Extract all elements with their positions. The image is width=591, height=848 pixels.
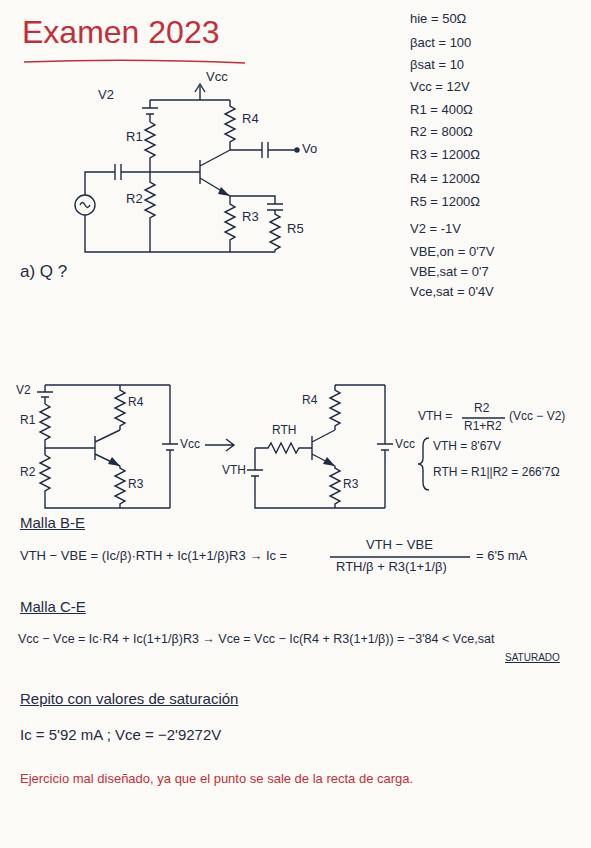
section-heading: Malla B-E	[20, 514, 85, 531]
section-heading: Malla C-E	[20, 598, 86, 615]
component-label: R3	[242, 210, 259, 225]
component-label: RTH	[272, 424, 296, 438]
parameter: R4 = 1200Ω	[410, 172, 480, 187]
equation: VTH =	[418, 410, 452, 424]
component-label: R5	[287, 222, 304, 237]
dc-circuit	[37, 385, 178, 508]
component-label: R2	[126, 192, 143, 207]
component-label: R2	[20, 466, 35, 480]
parameter: βsat = 10	[410, 58, 464, 73]
component-label: R4	[128, 396, 143, 410]
result: RTH = R1||R2 = 266'7Ω	[433, 466, 560, 480]
supply-label: Vcc	[206, 70, 228, 85]
fraction-bar	[462, 417, 505, 418]
parameter: βact = 100	[410, 36, 471, 51]
result: = 6'5 mA	[476, 549, 527, 564]
note: SATURADO	[505, 652, 560, 664]
parameter: V2 = -1V	[410, 222, 461, 237]
component-label: V2	[16, 384, 31, 398]
equation: VTH − VBE = (Ic/β)·RTH + Ic(1+1/β)R3 → I…	[20, 549, 287, 564]
component-label: R4	[302, 394, 317, 408]
parameter: R2 = 800Ω	[410, 125, 473, 140]
emitter-arrow	[108, 457, 120, 466]
parameter: R5 = 1200Ω	[410, 195, 480, 210]
equation: VTH − VBE	[366, 538, 433, 553]
equation: R2	[474, 402, 489, 416]
equation: Vcc − Vce = Ic·R4 + Ic(1+1/β)R3 → Vce = …	[18, 632, 494, 646]
parameter: hie = 50Ω	[410, 12, 466, 27]
equation: (Vcc − V2)	[509, 410, 565, 424]
parameter: R3 = 1200Ω	[410, 148, 480, 163]
component-label: V2	[98, 88, 114, 103]
component-label: R4	[242, 112, 259, 127]
parameter: Vce,sat = 0'4V	[410, 285, 494, 300]
emitter-arrow	[218, 187, 230, 196]
parameter: VBE,on = 0'7V	[410, 245, 495, 260]
parameter: R1 = 400Ω	[410, 103, 473, 118]
component-label: R3	[343, 478, 358, 492]
brace	[418, 438, 429, 490]
question-label: a) Q ?	[20, 262, 67, 282]
equation: R1+R2	[464, 420, 502, 434]
parameter: VBE,sat = 0'7	[410, 265, 489, 280]
source-label: VTH	[222, 464, 246, 478]
output-label: Vo	[302, 142, 317, 157]
supply-label: Vcc	[180, 438, 200, 452]
component-label: R1	[20, 414, 35, 428]
parameter: Vcc = 12V	[410, 80, 470, 95]
result: VTH = 8'67V	[433, 440, 501, 454]
emitter-arrow	[323, 457, 335, 466]
equation: RTH/β + R3(1+1/β)	[336, 560, 447, 575]
page-title: Examen 2023	[22, 14, 219, 51]
fraction-bar	[330, 556, 470, 557]
component-label: R1	[126, 130, 143, 145]
section-heading: Repito con valores de saturación	[20, 690, 238, 707]
supply-label: Vcc	[395, 438, 415, 452]
component-label: R3	[128, 478, 143, 492]
thevenin-circuit	[247, 385, 393, 508]
result: Ic = 5'92 mA ; Vce = −2'9272V	[20, 726, 221, 743]
conclusion-note: Ejercicio mal diseñado, ya que el punto …	[20, 772, 413, 787]
title-underline	[24, 60, 245, 63]
amplifier-circuit	[75, 84, 299, 252]
transform-arrow	[205, 439, 234, 451]
